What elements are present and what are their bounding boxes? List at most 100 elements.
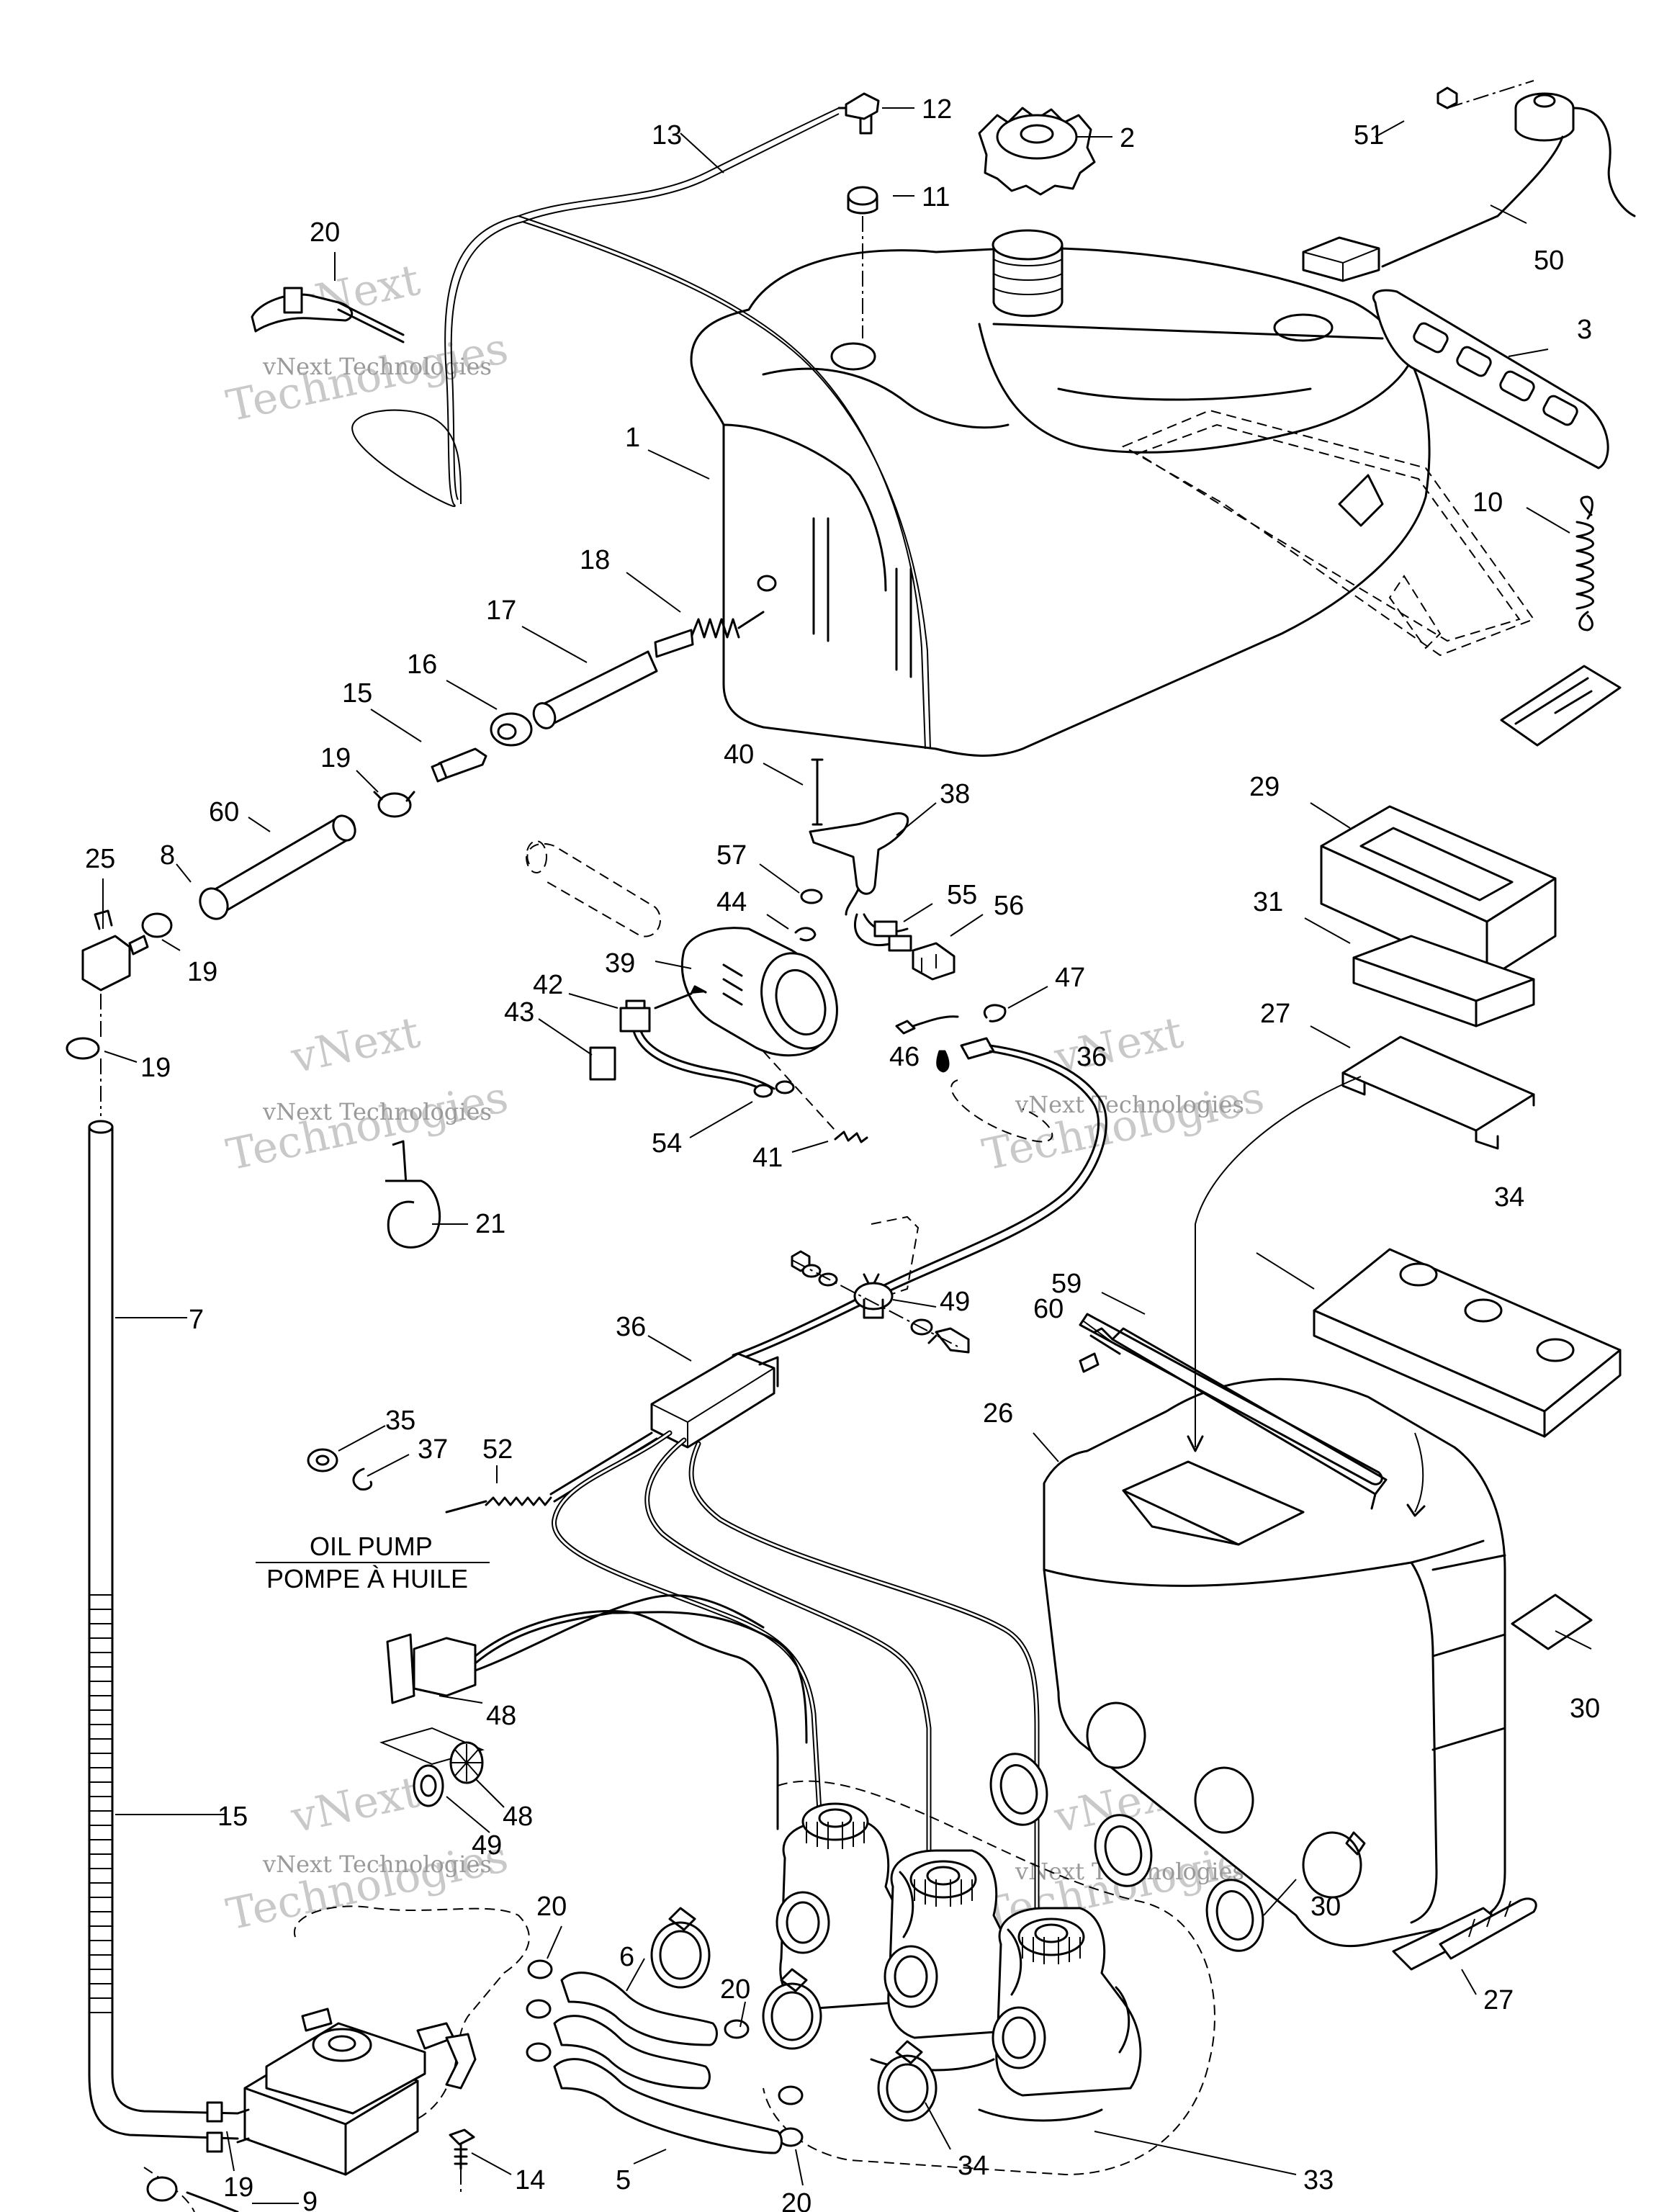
callout-38: 37 (418, 1434, 448, 1465)
fuel-level-sender-53 (1302, 92, 1636, 282)
callout-20-b: 20 (720, 1974, 750, 2005)
leader-lines (102, 107, 1592, 2204)
svg-text:vNext: vNext (287, 1767, 424, 1843)
bracket-51 (791, 1215, 970, 1354)
carb-boots-30 (989, 1753, 1264, 1952)
callout-45: 43 (504, 997, 534, 1028)
callout-46: 47 (1055, 963, 1085, 993)
callout-48: 48 (486, 1701, 516, 1731)
watermark-top-left: vNext Technologies vNext Technologies (222, 255, 513, 432)
silencer-body-26 (1043, 1377, 1506, 1948)
oil-pump-cable-52 (445, 1431, 658, 1514)
callout-56: 55 (947, 880, 977, 910)
pin-41 (811, 758, 824, 826)
callout-53: 50 (1534, 246, 1564, 276)
callout-6: 6 (619, 1942, 634, 1972)
callout-60: 59 (1051, 1269, 1082, 1299)
screw-14 (449, 2128, 475, 2193)
rubber-strap-3 (1372, 289, 1609, 469)
callout-44: 44 (716, 887, 747, 917)
callout-47: 46 (889, 1042, 920, 1072)
callout-21-c: 19 (140, 1053, 171, 1083)
svg-text:vNext: vNext (287, 1007, 424, 1084)
junction-block-36 (650, 1352, 779, 1449)
spring-10 (1575, 495, 1594, 631)
grommet-11 (847, 186, 878, 338)
callout-33: 34 (1494, 1182, 1524, 1213)
fuel-line-7-15 (88, 1120, 239, 2140)
carburetor-bank (775, 1802, 1142, 2122)
svg-text:Technologies: Technologies (222, 1072, 513, 1181)
callout-59: 60 (209, 797, 239, 827)
svg-text:vNext Technologies: vNext Technologies (262, 353, 492, 380)
svg-text:Technologies: Technologies (979, 1072, 1269, 1181)
fuel-tank (690, 229, 1535, 757)
switch-43-45-55 (589, 985, 795, 1098)
callout-51: 49 (940, 1287, 970, 1317)
diaphragm-49-50 (379, 1727, 485, 1807)
callout-19: 18 (580, 545, 610, 575)
spring-42 (763, 1051, 868, 1143)
callout-31: 30 (1570, 1694, 1600, 1724)
hose-clamps-35 (650, 1907, 938, 2122)
bottom-hose-9 (146, 2176, 239, 2212)
callout-20-a: 20 (536, 1892, 567, 1922)
callout-7: 7 (189, 1305, 204, 1335)
callout-54: 51 (1354, 120, 1384, 150)
cable-tie-24 (385, 1140, 441, 1249)
svg-text:vNext Technologies: vNext Technologies (1015, 1091, 1244, 1118)
callout-9: 9 (302, 2187, 318, 2212)
callout-55: 54 (652, 1128, 682, 1159)
callout-11: 11 (922, 182, 950, 212)
watermark-bottom-left: vNext Technologies vNext Technologies (222, 1767, 513, 1941)
callout-35: 34 (958, 2151, 988, 2181)
callout-21-d: 19 (223, 2172, 253, 2203)
callout-13: 13 (652, 120, 682, 150)
small-clamps-20 (526, 1959, 804, 2147)
washer-58-clip-44 (794, 889, 823, 942)
callout-37: 35 (385, 1406, 415, 1436)
rubber-pad (1500, 665, 1622, 747)
callout-8: 8 (160, 840, 175, 871)
strip-60-61 (1079, 1313, 1388, 1510)
callout-42: 41 (752, 1143, 783, 1173)
svg-text:Technologies: Technologies (222, 1832, 513, 1941)
callout-40: 39 (605, 948, 635, 979)
vent-hose-13 (351, 107, 931, 750)
callout-41: 40 (724, 739, 754, 770)
callout-12: 12 (922, 94, 952, 125)
callout-27: 27 (1483, 1985, 1514, 2015)
callout-3: 3 (1577, 315, 1592, 345)
plate-28 (1341, 1035, 1535, 1150)
callout-39: 38 (940, 779, 970, 809)
fuel-pump-4 (206, 2008, 477, 2176)
callout-28: 27 (1260, 999, 1290, 1029)
callout-61: 60 (1033, 1294, 1064, 1324)
harness-48 (386, 1594, 808, 1830)
clip-38 (352, 1467, 373, 1491)
callout-36-a: 36 (1076, 1042, 1107, 1072)
callout-49: 48 (503, 1802, 533, 1832)
callout-43: 42 (533, 970, 563, 1000)
callout-labels: 13 12 11 2 51 50 3 20 1 10 18 17 16 15 1… (85, 94, 1600, 2212)
throttle-lever-39 (809, 812, 909, 916)
elbow-fitting-12 (837, 92, 880, 135)
cable-36 (732, 1004, 1107, 1362)
watermark-mid-left: vNext Technologies vNext Technologies (222, 1007, 513, 1181)
callout-17: 16 (407, 649, 437, 680)
callout-26: 26 (983, 1398, 1013, 1429)
throttle-housing-40 (526, 840, 838, 1057)
watermark-mid-right: vNext Technologies vNext Technologies (979, 1007, 1269, 1181)
callout-18: 17 (486, 595, 516, 626)
label-31 (1511, 1593, 1593, 1650)
foam-block-33 (1313, 1248, 1622, 1438)
callout-16: 15 (342, 678, 372, 709)
foam-pad-32 (1352, 935, 1535, 1028)
callout-25: 25 (85, 844, 115, 874)
callout-50: 49 (472, 1830, 502, 1861)
callout-15: 15 (217, 1802, 248, 1832)
callout-1: 1 (625, 423, 640, 453)
fuel-hoses-5-6 (553, 1972, 783, 2154)
